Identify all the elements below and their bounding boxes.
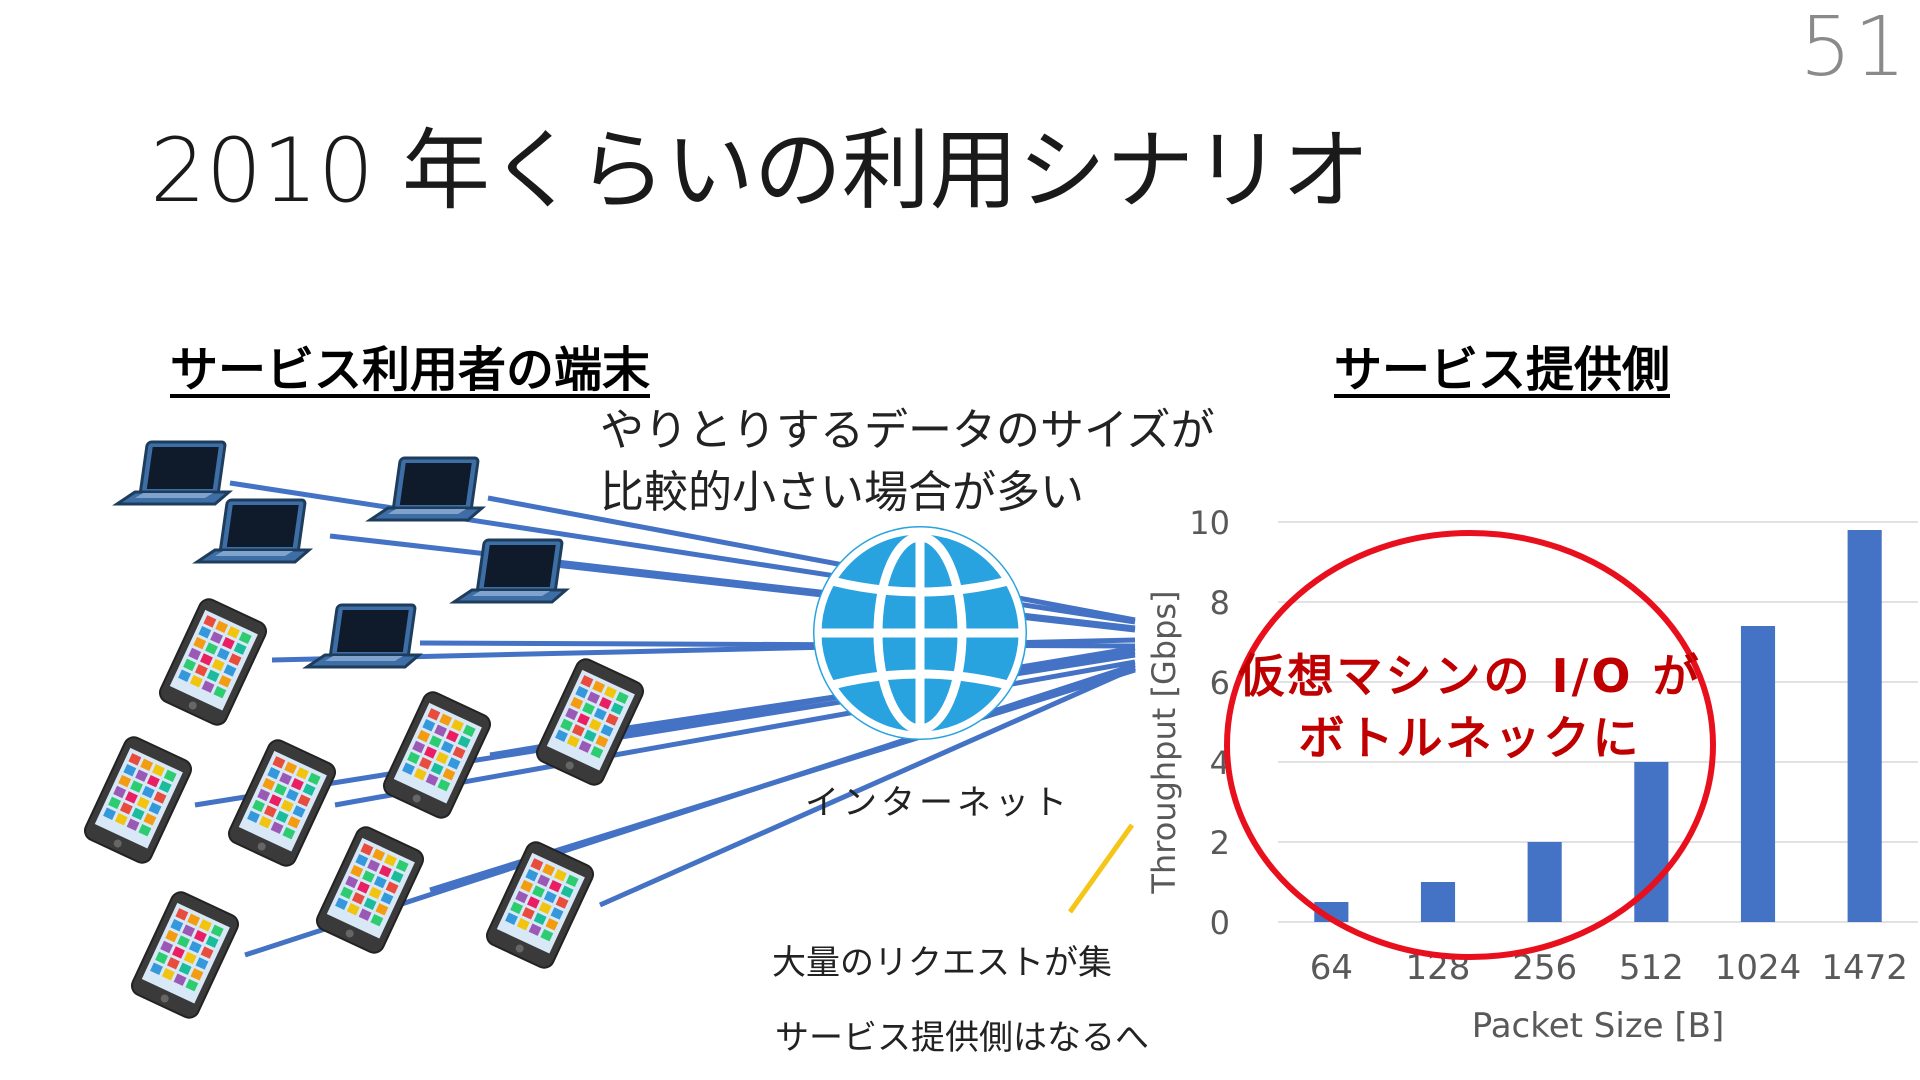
laptop-icon (370, 458, 482, 520)
bottleneck-annotation: 仮想マシンの I/O が ボトルネックに (1225, 645, 1715, 769)
note-line-2: 比較的小さい場合が多い (600, 462, 1215, 524)
smartphone-icon (226, 737, 339, 869)
bar (1528, 842, 1562, 922)
heading-user-devices: サービス利用者の端末 (170, 330, 650, 400)
bar (1741, 626, 1775, 922)
x-tick-label: 1472 (1821, 948, 1908, 988)
smartphone-icon (82, 734, 195, 866)
note-line-1: やりとりするデータのサイズが (600, 400, 1215, 462)
x-tick-label: 1024 (1715, 948, 1802, 988)
smartphone-icon (157, 596, 270, 728)
requests-label: 大量のリクエストが集 (772, 935, 1112, 984)
globe-icon (813, 526, 1027, 740)
x-tick-label: 512 (1619, 948, 1684, 988)
page-title: 2010 年くらいの利用シナリオ (150, 100, 1370, 227)
laptop-icon (454, 540, 566, 602)
laptop-icon (307, 605, 419, 667)
y-tick-label: 0 (1210, 904, 1230, 942)
data-size-note: やりとりするデータのサイズが 比較的小さい場合が多い (600, 400, 1215, 524)
smartphone-icon (314, 824, 427, 956)
smartphone-icon (484, 839, 597, 971)
provider-label: サービス提供側はなるへ (775, 1010, 1149, 1059)
heading-service-provider: サービス提供側 (1334, 330, 1670, 400)
annotation-line-2: ボトルネックに (1225, 707, 1715, 769)
annotation-line-1: 仮想マシンの I/O が (1225, 645, 1715, 707)
y-tick-label: 8 (1210, 584, 1230, 622)
smartphone-icon (129, 889, 242, 1021)
y-axis-title: Throughput [Gbps] (1145, 590, 1183, 894)
x-axis-title: Packet Size [B] (1472, 1006, 1725, 1046)
bar (1848, 530, 1882, 922)
x-tick-label: 64 (1310, 948, 1353, 988)
smartphone-icon (381, 689, 494, 821)
highlight-line (1070, 825, 1132, 912)
internet-label: インターネット (805, 775, 1071, 824)
y-tick-label: 2 (1210, 824, 1230, 862)
laptop-icon (197, 500, 309, 562)
laptop-icon (117, 442, 229, 504)
page-number: 51 (1800, 0, 1908, 95)
bar (1421, 882, 1455, 922)
